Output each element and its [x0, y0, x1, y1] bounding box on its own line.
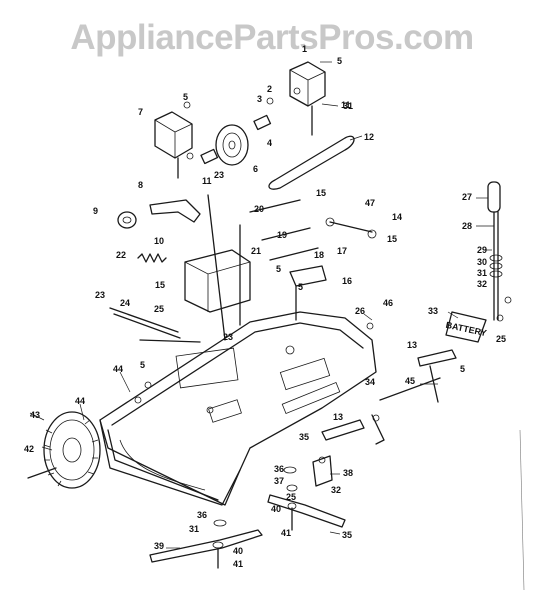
- callout-10: 10: [154, 236, 164, 246]
- callout-20: 20: [254, 204, 264, 214]
- pulley-6: [215, 124, 249, 166]
- callout-5-top: 5: [337, 56, 342, 66]
- belt-12: [268, 135, 355, 190]
- callout-23: 23: [95, 290, 105, 300]
- callout-22: 22: [116, 250, 126, 260]
- callout-38: 38: [343, 468, 353, 478]
- callout-13b: 13: [333, 412, 343, 422]
- callout-31c: 31: [189, 524, 199, 534]
- rod-23-24: [109, 307, 201, 343]
- callout-16: 16: [342, 276, 352, 286]
- callout-25b: 25: [496, 334, 506, 344]
- gearbox-7: [154, 111, 193, 179]
- callout-44: 44: [113, 364, 123, 374]
- callout-12: 12: [364, 132, 374, 142]
- callout-27: 27: [462, 192, 472, 202]
- callout-18: 18: [314, 250, 324, 260]
- callout-3b: 3: [219, 170, 224, 180]
- blade-right: [267, 494, 346, 528]
- callout-32b: 32: [331, 485, 341, 495]
- gearbox-1: [289, 61, 326, 136]
- callout-4: 4: [267, 138, 272, 148]
- spindle-bracket-38: [312, 455, 333, 487]
- callout-30: 30: [477, 257, 487, 267]
- callout-9: 9: [93, 206, 98, 216]
- callout-45: 45: [405, 376, 415, 386]
- callout-43: 43: [30, 410, 40, 420]
- bracket-16: [289, 265, 327, 321]
- callout-25c: 25: [286, 492, 296, 502]
- scan-artifact-line: [519, 429, 525, 591]
- callout-23b: 23: [223, 332, 233, 342]
- callout-11b: 11: [341, 100, 351, 110]
- callout-5-right: 5: [460, 364, 465, 374]
- bolts: [134, 296, 512, 464]
- callout-31b: 31: [343, 101, 353, 111]
- callout-21: 21: [251, 246, 261, 256]
- callout-28: 28: [462, 221, 472, 231]
- spring-22: [137, 253, 167, 263]
- callout-11: 11: [202, 176, 212, 186]
- callout-37: 37: [274, 476, 284, 486]
- callout-46: 46: [383, 298, 393, 308]
- callout-47: 47: [365, 198, 375, 208]
- watermark-text: AppliancePartsPros.com: [70, 18, 474, 57]
- callout-8: 8: [138, 180, 143, 190]
- blade-hardware: [212, 466, 298, 569]
- callout-24: 24: [120, 298, 130, 308]
- lift-arms: [321, 349, 457, 445]
- callout-2: 2: [267, 84, 272, 94]
- callout-3: 3: [257, 94, 262, 104]
- callout-41b: 41: [233, 559, 243, 569]
- callout-35b: 35: [342, 530, 352, 540]
- callout-7: 7: [138, 107, 143, 117]
- callout-44b: 44: [75, 396, 85, 406]
- callout-32: 32: [477, 279, 487, 289]
- wheel-43: [27, 411, 101, 489]
- callout-31: 31: [477, 268, 487, 278]
- callout-35: 35: [299, 432, 309, 442]
- callout-15b: 15: [387, 234, 397, 244]
- callout-labels: 1 2 2 3 3 4 5 5 5 5 5 5 6 7 8 9 10 11 11…: [24, 44, 506, 569]
- callout-15: 15: [316, 188, 326, 198]
- callout-5-left: 5: [140, 360, 145, 370]
- height-lever: BATTERY: [445, 181, 503, 343]
- callout-17: 17: [337, 246, 347, 256]
- decal-text: BATTERY: [445, 320, 488, 338]
- blade-left: [149, 529, 263, 563]
- link-47: [325, 217, 377, 239]
- callout-42: 42: [24, 444, 34, 454]
- top-hardware: [183, 87, 301, 165]
- callout-33: 33: [428, 306, 438, 316]
- idler-bracket-10: [117, 199, 201, 229]
- mount-bracket-21: [184, 194, 319, 341]
- callout-19: 19: [277, 230, 287, 240]
- callout-40b: 40: [233, 546, 243, 556]
- callout-29: 29: [477, 245, 487, 255]
- callout-5-bracket: 5: [298, 282, 303, 292]
- callout-6: 6: [253, 164, 258, 174]
- callout-5-center: 5: [276, 264, 281, 274]
- callout-25: 25: [154, 304, 164, 314]
- callout-34: 34: [365, 377, 375, 387]
- leader-lines: [29, 61, 494, 549]
- callout-40: 40: [271, 504, 281, 514]
- callout-26: 26: [355, 306, 365, 316]
- callout-15c: 15: [155, 280, 165, 290]
- callout-5-mid: 5: [183, 92, 188, 102]
- callout-39: 39: [154, 541, 164, 551]
- callout-36: 36: [274, 464, 284, 474]
- callout-41: 41: [281, 528, 291, 538]
- callout-14: 14: [392, 212, 402, 222]
- callout-13: 13: [407, 340, 417, 350]
- callout-2b: 2: [214, 170, 219, 180]
- callout-1: 1: [302, 44, 307, 54]
- mower-deck: [99, 311, 377, 506]
- callout-36b: 36: [197, 510, 207, 520]
